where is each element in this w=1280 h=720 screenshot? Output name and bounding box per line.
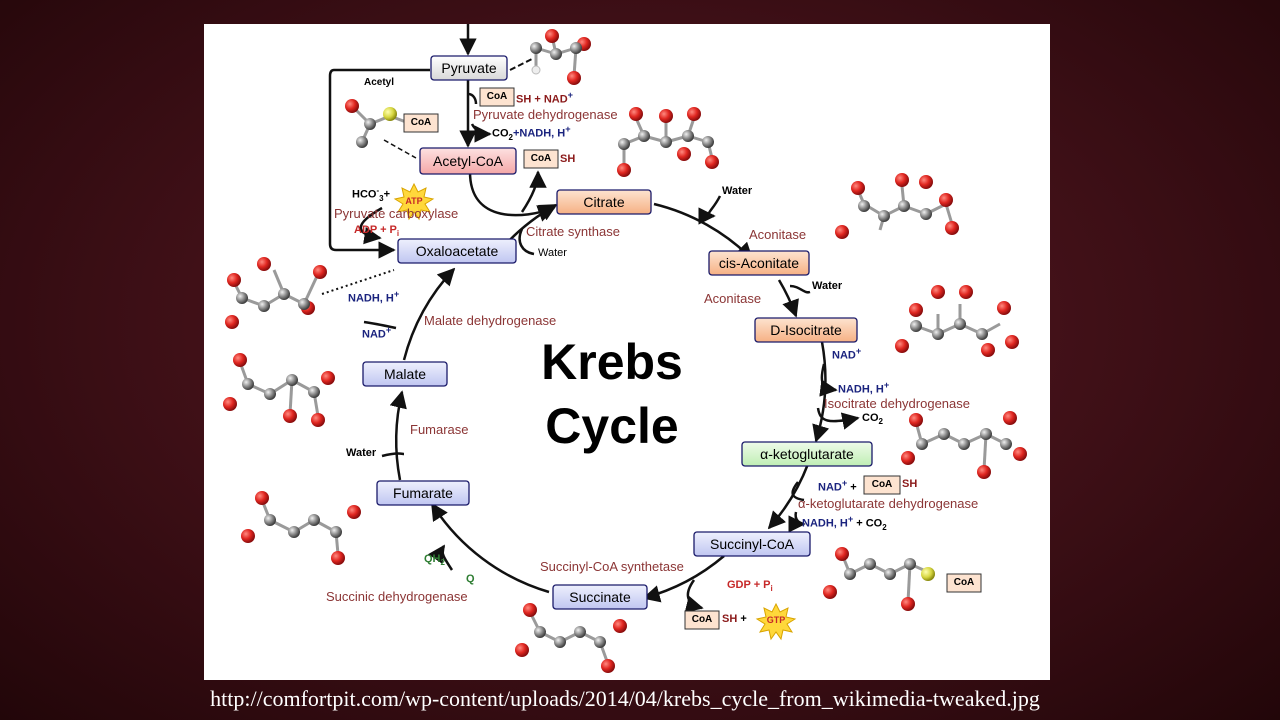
enzyme-akg-dehydrogenase: α-ketoglutarate dehydrogenase [798,496,979,511]
adp-pi: ADP + P [354,224,397,236]
label-acetyl: Acetyl [364,77,395,88]
co2-isocitrate: CO [862,412,879,424]
water-aconitase-in: Water [812,280,843,292]
qh2: QH [424,553,441,565]
metabolite-acetyl-coa: Acetyl-CoA [432,153,504,169]
nadh-akg-sup: + [847,514,854,524]
coa-box-2: CoA [410,117,432,128]
enzyme-succinyl-coa-synthetase: Succinyl-CoA synthetase [540,559,684,574]
water-citrate-synthase: Water [538,247,567,259]
enzyme-succinic-dehydrogenase: Succinic dehydrogenase [326,589,468,604]
succinate-molecule [515,603,627,673]
nadh-isocitrate: NADH, H [838,383,884,396]
co2-1: CO [492,127,509,140]
co2-akg: + CO [853,517,883,530]
nadh-isocitrate-sup: + [883,380,890,390]
enzyme-citrate-synthase: Citrate synthase [526,224,620,239]
metabolite-alpha-ketoglutarate: α-ketoglutarate [760,446,854,462]
arrow-fumarate-to-malate [389,390,407,481]
nadh-malate: NADH, H [348,292,394,305]
arrow-succinate-to-fumarate [430,502,550,594]
co2-akg-sub: 2 [882,522,887,532]
metabolite-pyruvate: Pyruvate [441,60,497,76]
enzyme-isocitrate-dehydrogenase: Isocitrate dehydrogenase [824,396,970,411]
arrow-succinyl-coa-to-succinate [642,555,725,603]
metabolite-cis-aconitate: cis-Aconitate [718,255,800,271]
citrate-molecule [617,107,719,177]
water-aconitase-out: Water [722,185,753,197]
enzyme-aconitase-2: Aconitase [704,291,762,306]
hco3-sub: 3 [379,193,384,203]
coa-box-1: CoA [486,91,508,102]
coa-box-3: CoA [530,153,552,164]
nad-isocitrate-sup: + [855,346,862,356]
metabolite-d-isocitrate: D-Isocitrate [770,322,842,338]
arrow-malate-to-oxaloacetate [402,267,456,361]
nad-malate-sup: + [385,325,392,335]
gdp-pi-sub: i [770,584,773,594]
qh2-sub: 2 [440,558,445,568]
nad-akg-sup: + [841,478,848,488]
oxaloacetate-molecule [225,257,327,329]
nadh-akg: NADH, H [802,517,848,530]
coa-box-succinyl: CoA [953,577,975,588]
enzyme-fumarase: Fumarase [410,422,469,437]
arrow-pyruvate-carboxylase [328,68,430,259]
nadh-h-1: +NADH, H [512,127,566,140]
sh-succinate-plus: + [740,613,747,625]
sh-akg: SH [902,478,918,490]
isocitrate-molecule [895,285,1019,357]
co2-isocitrate-sub: 2 [878,417,883,427]
metabolite-succinyl-coa: Succinyl-CoA [709,536,795,552]
fumarate-molecule [241,491,361,565]
nadh-malate-sup: + [393,289,400,299]
arrow-acetyl-coa-to-citrate [468,171,556,222]
succinyl-coa-molecule [823,547,935,611]
gtp-label: GTP [766,615,786,625]
nad-akg-plus: + [850,481,857,494]
arrow-akg-to-succinyl-coa [767,463,810,530]
hco3-plus: + [383,188,391,201]
metabolite-succinate: Succinate [569,589,631,605]
nad-malate: NAD [362,328,386,341]
sh-nad-1: SH + NAD [516,93,568,106]
nadh-plus-sup-1: + [565,124,571,134]
q-label: Q [466,573,475,585]
enzyme-pyruvate-carboxylase: Pyruvate carboxylase [334,206,459,221]
alpha-ketoglutarate-molecule [901,411,1027,479]
nad-akg: NAD [818,481,842,494]
sh-succinate: SH [722,613,738,625]
coa-box-succinate: CoA [691,614,713,625]
enzyme-malate-dehydrogenase: Malate dehydrogenase [424,313,557,328]
gdp-pi: GDP + P [727,579,771,591]
enzyme-pyruvate-dehydrogenase: Pyruvate dehydrogenase [473,107,618,122]
krebs-cycle-diagram [223,24,1027,673]
water-fumarase: Water [346,447,377,459]
metabolite-fumarate: Fumarate [393,485,453,501]
diagram-slide: Krebs Cycle Pyruvate Acetyl-CoA Citrate … [204,24,1050,680]
acetyl-coa-molecule [345,99,407,148]
hco3-minus: - [376,186,380,195]
coa-box-akg: CoA [871,479,893,490]
title-line-2: Cycle [545,398,679,454]
pyruvate-molecule [530,29,591,85]
metabolite-oxaloacetate: Oxaloacetate [415,243,499,259]
title-line-1: Krebs [541,334,683,390]
nad-isocitrate: NAD [832,349,856,362]
hco3: HCO [352,188,377,201]
co2-sub-1: 2 [508,132,513,142]
nad-plus-sup-1: + [567,90,574,100]
arrow-cis-aconitate-to-isocitrate [777,279,799,318]
enzyme-aconitase-1: Aconitase [749,227,807,242]
cis-aconitate-molecule [835,173,959,239]
source-url-caption: http://comfortpit.com/wp-content/uploads… [210,686,1040,711]
sh-label-3: SH [560,153,576,165]
malate-molecule [223,353,335,427]
metabolite-malate: Malate [383,366,427,382]
atp-label: ATP [405,196,423,206]
adp-pi-sub: i [396,229,400,239]
metabolite-citrate: Citrate [583,194,625,210]
